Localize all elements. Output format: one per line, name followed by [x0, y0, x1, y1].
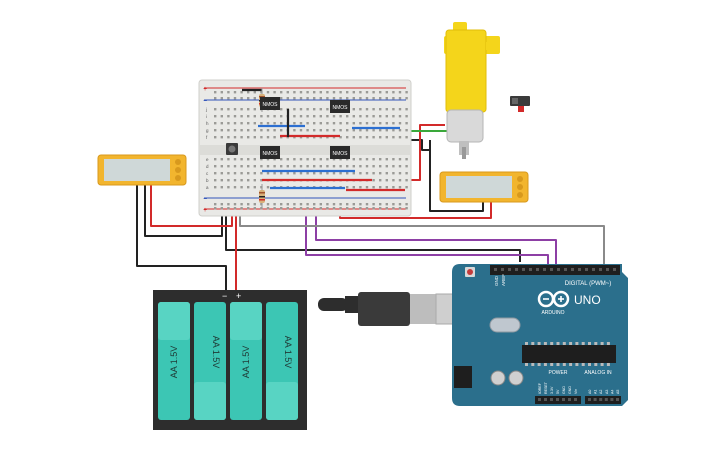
usb-cable-icon	[318, 292, 475, 326]
row-letter: i	[206, 114, 207, 119]
chip-pins	[525, 342, 610, 366]
row-letter: j	[205, 107, 207, 112]
resistor-icon	[259, 184, 265, 208]
battery-cell-4: AA 1.5V	[266, 302, 298, 420]
row-letter: c	[206, 171, 209, 176]
mosfet-label: NMOS	[263, 151, 279, 157]
push-button-icon[interactable]	[226, 143, 238, 155]
analog-label: ANALOG IN	[584, 370, 612, 376]
dc-motor-icon	[444, 22, 500, 159]
power-pin-label: GND	[562, 386, 566, 394]
slide-switch-icon[interactable]	[510, 96, 530, 112]
analog-pin-label: A5	[616, 390, 620, 394]
battery-cell-3: AA 1.5V	[230, 302, 262, 420]
mosfet-label: NMOS	[263, 102, 279, 108]
battery-plus: +	[236, 291, 241, 301]
battery-cell-label: AA 1.5V	[211, 336, 221, 369]
rail-plus-top: +	[203, 86, 207, 93]
row-letter: d	[206, 164, 209, 169]
rail-minus-top: −	[203, 98, 207, 105]
row-letter: g	[206, 128, 209, 133]
mosfet-1: NMOS	[260, 97, 280, 110]
battery-cell-label: AA 1.5V	[241, 346, 251, 379]
row-letter: e	[206, 157, 209, 162]
analog-pin-label: A0	[588, 390, 592, 394]
mosfet-3: NMOS	[260, 146, 280, 159]
arduino-model: UNO	[574, 293, 601, 307]
mosfet-4: NMOS	[330, 146, 350, 159]
battery-cell-label: AA 1.5V	[169, 346, 179, 379]
power-pin-label: RESET	[544, 381, 548, 394]
rail-minus-bottom: −	[203, 196, 207, 203]
power-pin-label: GND	[568, 386, 572, 394]
power-pin-label: 5V	[556, 389, 560, 394]
analog-pin-label: A1	[594, 390, 598, 394]
analog-pin-label: A4	[610, 390, 614, 394]
arduino-uno: DIGITAL (PWM~) AREF GND UNO ARDUINO POWE…	[452, 264, 628, 406]
arduino-brand: ARDUINO	[541, 310, 564, 316]
row-letter: f	[206, 135, 208, 140]
analog-pin-label: A2	[599, 390, 603, 394]
mosfet-label: NMOS	[333, 105, 349, 111]
gnd-label: GND	[494, 275, 499, 286]
bb-jumpers	[242, 88, 405, 192]
wire-grey-1	[239, 208, 605, 265]
aref-label: AREF	[501, 274, 506, 286]
mosfet-label: NMOS	[333, 151, 349, 157]
rail-plus-bottom: +	[203, 207, 207, 214]
battery-cell-label: AA 1.5V	[283, 336, 293, 369]
wire-black-left-meter	[144, 185, 223, 237]
battery-cell-1: AA 1.5V	[158, 302, 190, 420]
power-header-pins	[538, 398, 619, 401]
power-label: POWER	[549, 370, 568, 376]
power-pin-label: 3.3V	[550, 386, 554, 394]
multimeter-right[interactable]	[439, 171, 529, 203]
analog-pin-label: A3	[605, 390, 609, 394]
battery-cell-2: AA 1.5V	[194, 302, 226, 420]
wire-black-battery-neg	[136, 185, 227, 290]
arduino-logo	[537, 290, 570, 308]
power-pin-label: IOREF	[538, 382, 542, 394]
row-letter: b	[206, 178, 209, 183]
battery-minus: −	[222, 291, 227, 301]
row-letter: h	[206, 121, 209, 126]
multimeter-left[interactable]	[97, 154, 187, 186]
row-letter: a	[206, 185, 209, 190]
wire-black-right-meter	[429, 140, 484, 212]
battery-pack: − + AA 1.5V AA 1.5V AA 1.5V AA 1.5V	[153, 290, 307, 430]
power-pin-label: Vin	[574, 389, 578, 394]
mosfet-2: NMOS	[330, 100, 350, 113]
digital-header-pins	[494, 268, 616, 271]
digital-header-label: DIGITAL (PWM~)	[565, 281, 612, 287]
